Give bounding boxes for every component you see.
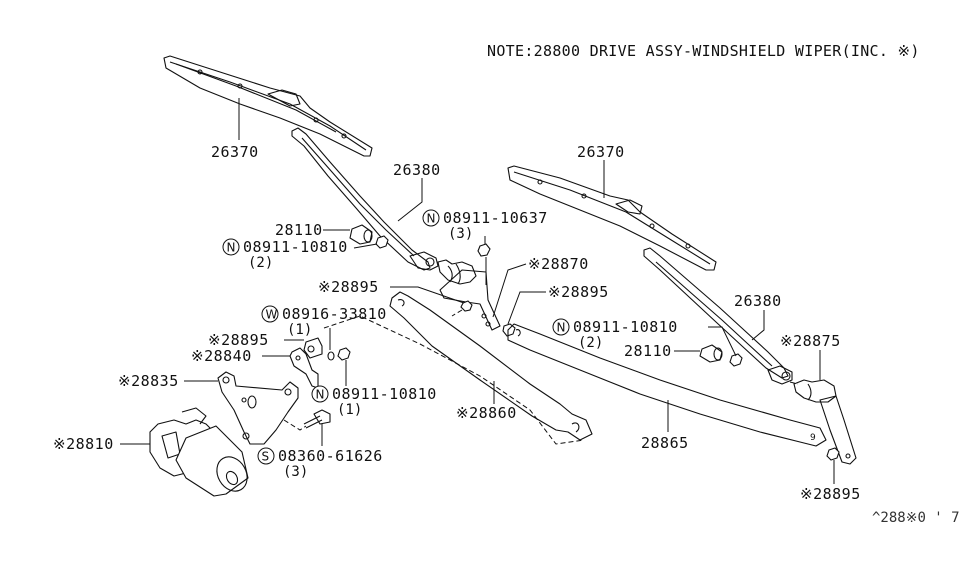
svg-text:(1): (1) — [337, 402, 362, 418]
callout-pivot-right: ※28875 — [780, 332, 841, 350]
callout-bush-a: ※28895 — [318, 278, 379, 296]
callout-cap-left: 28110 — [275, 221, 323, 239]
svg-text:(2): (2) — [578, 335, 603, 351]
bushing-bottom-right[interactable] — [826, 447, 840, 461]
link-rod-28860[interactable] — [389, 291, 593, 441]
svg-text:N: N — [227, 241, 236, 255]
pivot-assembly-left[interactable] — [437, 243, 501, 331]
svg-text:N: N — [427, 212, 436, 226]
callout-motor-bracket: ※28835 — [118, 372, 179, 390]
motor-bracket-28835[interactable] — [217, 371, 299, 445]
callout-screw: S 08360-61626 (3) — [257, 447, 383, 480]
svg-text:08360-61626: 08360-61626 — [278, 447, 383, 465]
pivot-assembly-right[interactable] — [789, 379, 857, 465]
note-header: NOTE:28800 DRIVE ASSY-WINDSHIELD WIPER(I… — [487, 42, 920, 60]
wiper-motor-28810[interactable] — [149, 407, 253, 497]
svg-text:08911-10810: 08911-10810 — [332, 385, 437, 403]
svg-text:N: N — [557, 321, 566, 335]
svg-text:(3): (3) — [283, 464, 308, 480]
callout-link-1: ※28860 — [456, 404, 517, 422]
screw-bolt[interactable] — [303, 409, 331, 429]
callout-nut-motor: N 08911-10810 (1) — [311, 385, 437, 418]
svg-text:S: S — [262, 450, 270, 464]
diagram-code: ^288※0 ' 7 — [872, 510, 960, 526]
callout-nut-pivot: N 08911-10637 (3) — [422, 209, 548, 242]
wiper-arm-left[interactable] — [291, 127, 439, 271]
svg-text:08911-10810: 08911-10810 — [573, 318, 678, 336]
svg-text:08911-10637: 08911-10637 — [443, 209, 548, 227]
svg-text:08911-10810: 08911-10810 — [243, 238, 348, 256]
callout-bracket-plate: ※28840 — [191, 347, 252, 365]
callout-nut-right-arm: N 08911-10810 (2) — [552, 318, 678, 351]
callout-washer: W 08916-33810 (1) — [261, 305, 387, 338]
svg-text:08916-33810: 08916-33810 — [282, 305, 387, 323]
svg-text:(3): (3) — [448, 226, 473, 242]
wiper-blade-right[interactable] — [507, 165, 717, 271]
callout-arm-left: 26380 — [393, 161, 441, 179]
svg-text:9: 9 — [810, 433, 816, 443]
callout-link-2: 28865 — [641, 434, 689, 452]
nut-icon — [375, 235, 389, 249]
callout-bush-b: ※28895 — [548, 283, 609, 301]
arm-cap-right[interactable] — [699, 344, 723, 363]
svg-text:N: N — [316, 388, 325, 402]
svg-text:W: W — [266, 308, 278, 322]
wiper-blade-left[interactable] — [163, 55, 373, 157]
callout-bush-d: ※28895 — [800, 485, 861, 503]
callout-bush-c: ※28895 — [208, 331, 269, 349]
callout-blade-left: 26370 — [211, 143, 259, 161]
wiper-arm-right[interactable] — [643, 247, 793, 385]
callout-pivot-left: ※28870 — [528, 255, 589, 273]
callout-cap-right: 28110 — [624, 342, 672, 360]
arm-cap-left[interactable] — [349, 224, 373, 245]
bushing-right-link[interactable] — [502, 323, 516, 337]
callout-motor: ※28810 — [53, 435, 114, 453]
washer-icon — [327, 351, 335, 361]
link-rod-28865[interactable]: 9 — [507, 323, 827, 447]
callout-nut-left-arm: N 08911-10810 (2) — [222, 238, 348, 271]
bushing-bracket[interactable] — [303, 337, 323, 359]
callout-arm-right: 26380 — [734, 292, 782, 310]
callout-blade-right: 26370 — [577, 143, 625, 161]
svg-text:(2): (2) — [248, 255, 273, 271]
svg-text:(1): (1) — [287, 322, 312, 338]
